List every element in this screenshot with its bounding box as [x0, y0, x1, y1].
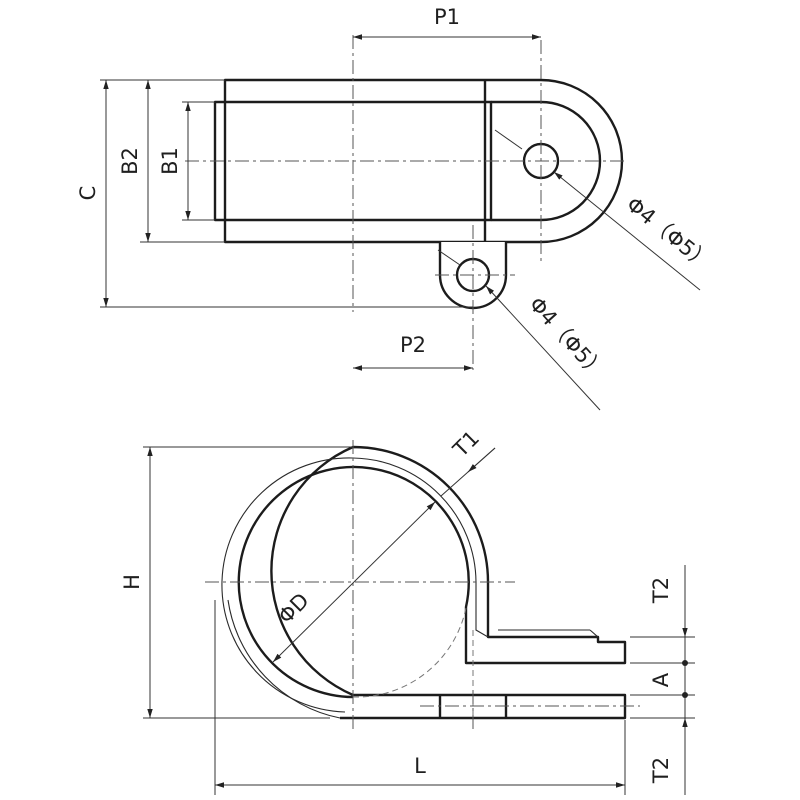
dim-dot-2 — [682, 692, 688, 698]
dim-label-b1: B1 — [158, 147, 182, 175]
dim-label-h: H — [120, 574, 144, 590]
dim-label-a: A — [649, 672, 673, 687]
dim-label-b2: B2 — [118, 147, 142, 175]
dim-label-t2-top: T2 — [649, 577, 673, 604]
dim-label-p1: P1 — [434, 5, 460, 29]
front-view-outer-liner — [227, 599, 341, 719]
dim-label-d: ΦD — [274, 588, 314, 628]
front-view: ΦD T1 H L T2 A T2 — [120, 426, 695, 795]
dim-label-t1: T1 — [448, 426, 484, 462]
front-view-clamp-body — [237, 445, 627, 720]
dim-label-tab-hole: Φ4（Φ5） — [524, 292, 610, 384]
dim-label-c: C — [76, 186, 100, 201]
front-view-inner-liner — [221, 457, 489, 713]
top-view: P1 P2 C B2 B1 Φ4（Φ5） Φ4（Φ5） — [76, 5, 716, 411]
dim-label-t2-bottom: T2 — [649, 757, 673, 784]
dim-label-p2: P2 — [400, 333, 426, 357]
dim-label-l: L — [414, 754, 426, 778]
top-view-inner-loop — [491, 100, 602, 222]
top-view-band-outline — [223, 78, 624, 244]
dim-label-main-hole: Φ4（Φ5） — [622, 192, 716, 275]
dim-dot-1 — [682, 660, 688, 666]
